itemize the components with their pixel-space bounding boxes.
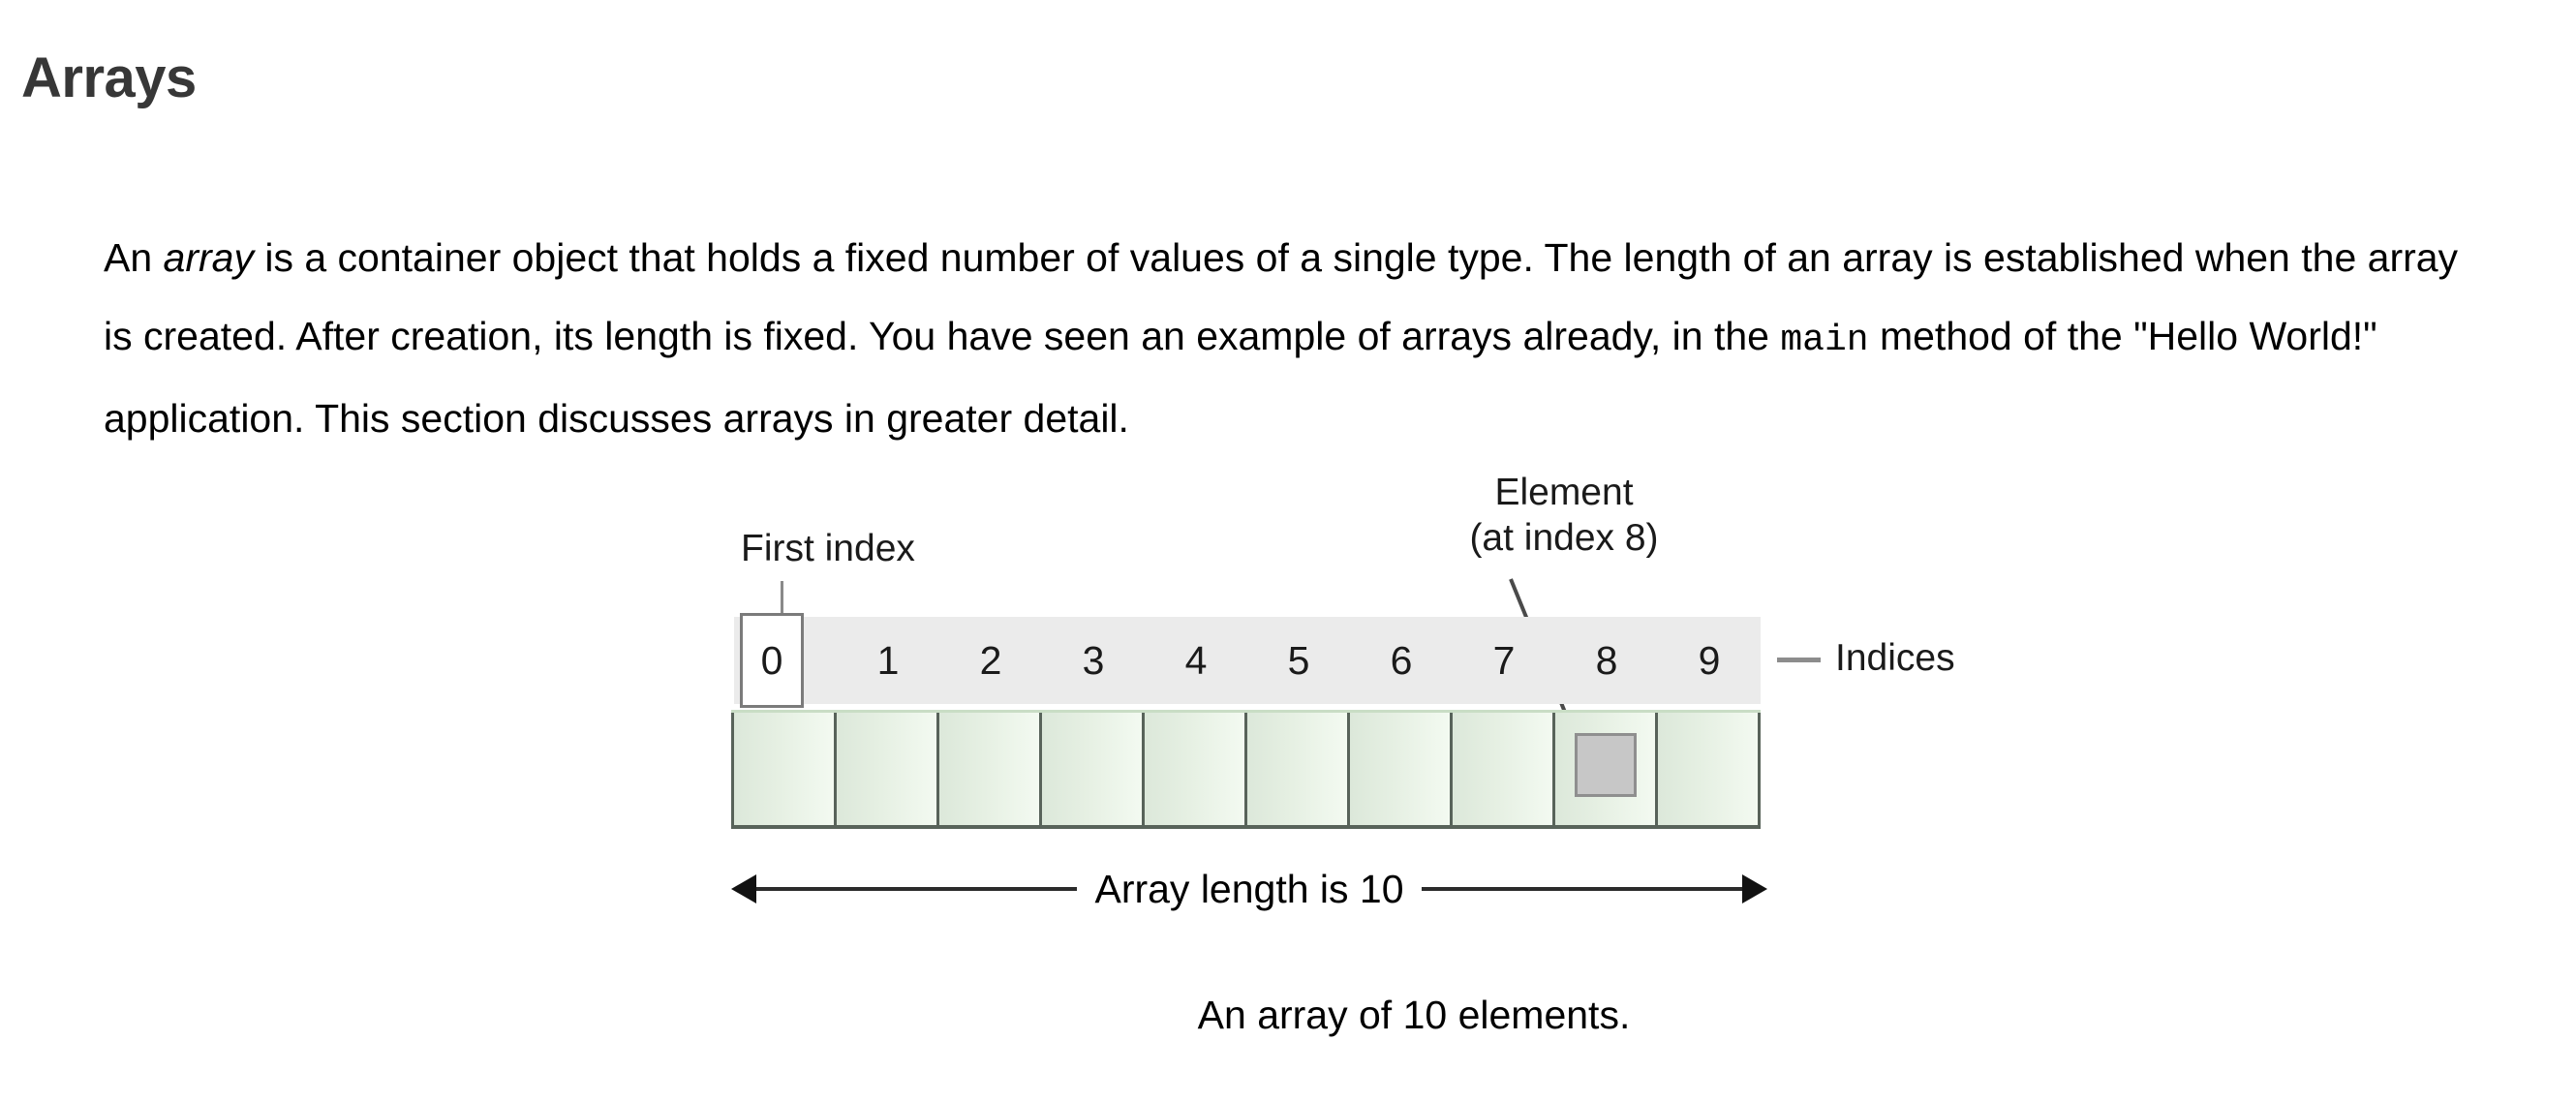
indices-connector-dash [1777,658,1821,662]
index-cell-7: 7 [1492,637,1516,683]
element-callout-label: Element (at index 8) [1409,470,1719,561]
index-cell-9: 9 [1698,637,1721,683]
array-length-annotation: Array length is 10 [731,860,1767,918]
array-length-label: Array length is 10 [1094,866,1404,911]
index-cell-1: 1 [876,637,900,683]
index-cell-6: 6 [1390,637,1413,683]
array-cell-8 [1552,710,1658,825]
paragraph-segment-text: is a container object that holds a fixed… [104,235,2459,358]
indices-label: Indices [1835,637,1955,679]
paragraph-segment-emphasis: array [163,235,254,280]
first-index-label: First index [741,528,915,569]
first-index-highlight-box: 0 [740,613,804,708]
arrow-right-icon [1742,874,1767,903]
array-cell-6 [1347,710,1453,825]
element-leader-line [1509,578,1577,737]
index-strip: 1 2 3 4 5 6 7 8 9 [734,617,1761,704]
array-cells-row [731,710,1761,829]
index-cell-3: 3 [1082,637,1105,683]
array-cell-7 [1450,710,1555,825]
intro-paragraph: An array is a container object that hold… [104,219,2486,458]
index-cell-8: 8 [1595,637,1618,683]
index-cell-5: 5 [1287,637,1310,683]
arrow-line-left [756,887,1078,891]
figure-caption: An array of 10 elements. [0,993,2576,1038]
first-index-leader-line [781,581,783,622]
array-cell-2 [936,710,1042,825]
figure-caption-text: An array of 10 elements. [1197,993,1631,1037]
element-marker-icon [1574,733,1637,797]
array-cell-0 [731,710,837,825]
paragraph-segment-text: An [104,235,164,280]
element-callout-line1: Element [1494,472,1634,513]
arrow-line-right [1421,887,1742,891]
paragraph-segment-text: method of the "Hello World!" application… [104,314,2377,441]
index-cell-4: 4 [1184,637,1208,683]
element-callout-line2: (at index 8) [1469,517,1659,559]
index-cell-2: 2 [979,637,1002,683]
index-cell-0 [734,617,837,704]
page-title: Arrays [21,46,197,109]
array-cell-4 [1142,710,1247,825]
arrow-left-icon [731,874,756,903]
array-cell-5 [1244,710,1350,825]
array-cell-3 [1039,710,1145,825]
array-cell-9 [1655,710,1761,825]
array-cell-1 [834,710,939,825]
paragraph-segment-code: main [1780,320,1869,361]
